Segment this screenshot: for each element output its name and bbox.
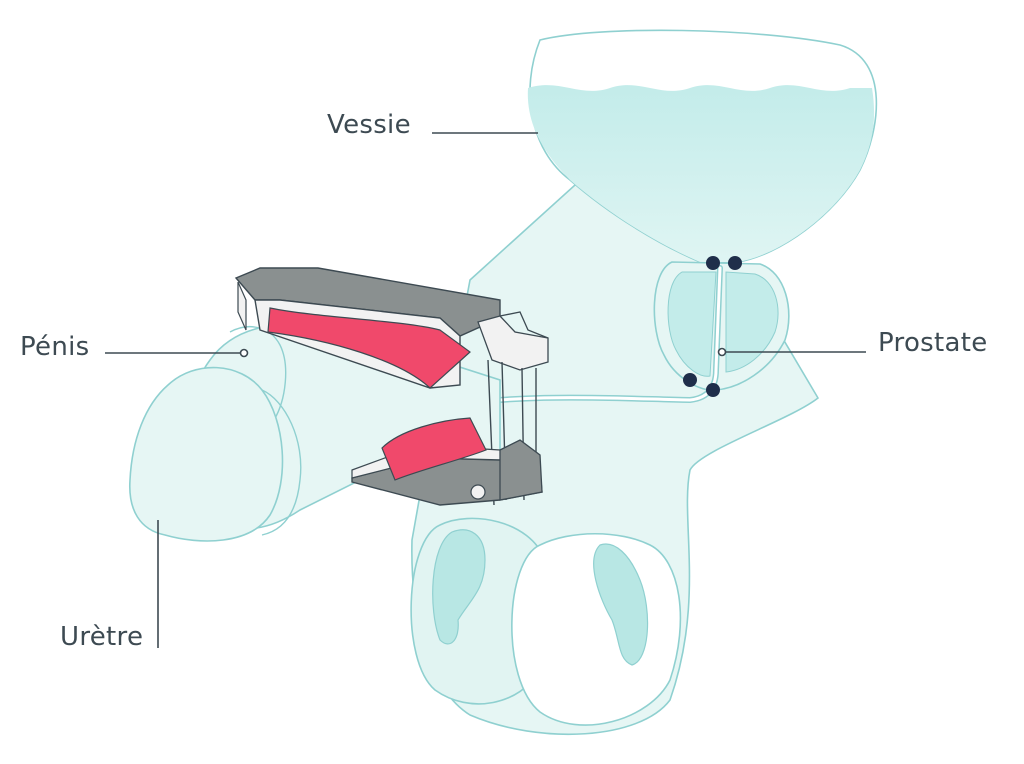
label-prostate: Prostate bbox=[878, 328, 988, 358]
testicles bbox=[410, 517, 682, 726]
label-penis: Pénis bbox=[20, 332, 90, 362]
clamp-upper-cushion bbox=[267, 307, 471, 389]
label-urethra: Urètre bbox=[60, 622, 144, 652]
label-bladder: Vessie bbox=[327, 110, 411, 140]
prostate bbox=[653, 261, 790, 391]
bladder bbox=[527, 29, 878, 263]
clamp-hinge-rod bbox=[487, 359, 537, 506]
clamp-lower-cushion bbox=[381, 417, 487, 481]
leader-lines bbox=[105, 132, 866, 648]
penile-clamp-device bbox=[234, 267, 549, 506]
sphincter-dots bbox=[683, 256, 742, 397]
